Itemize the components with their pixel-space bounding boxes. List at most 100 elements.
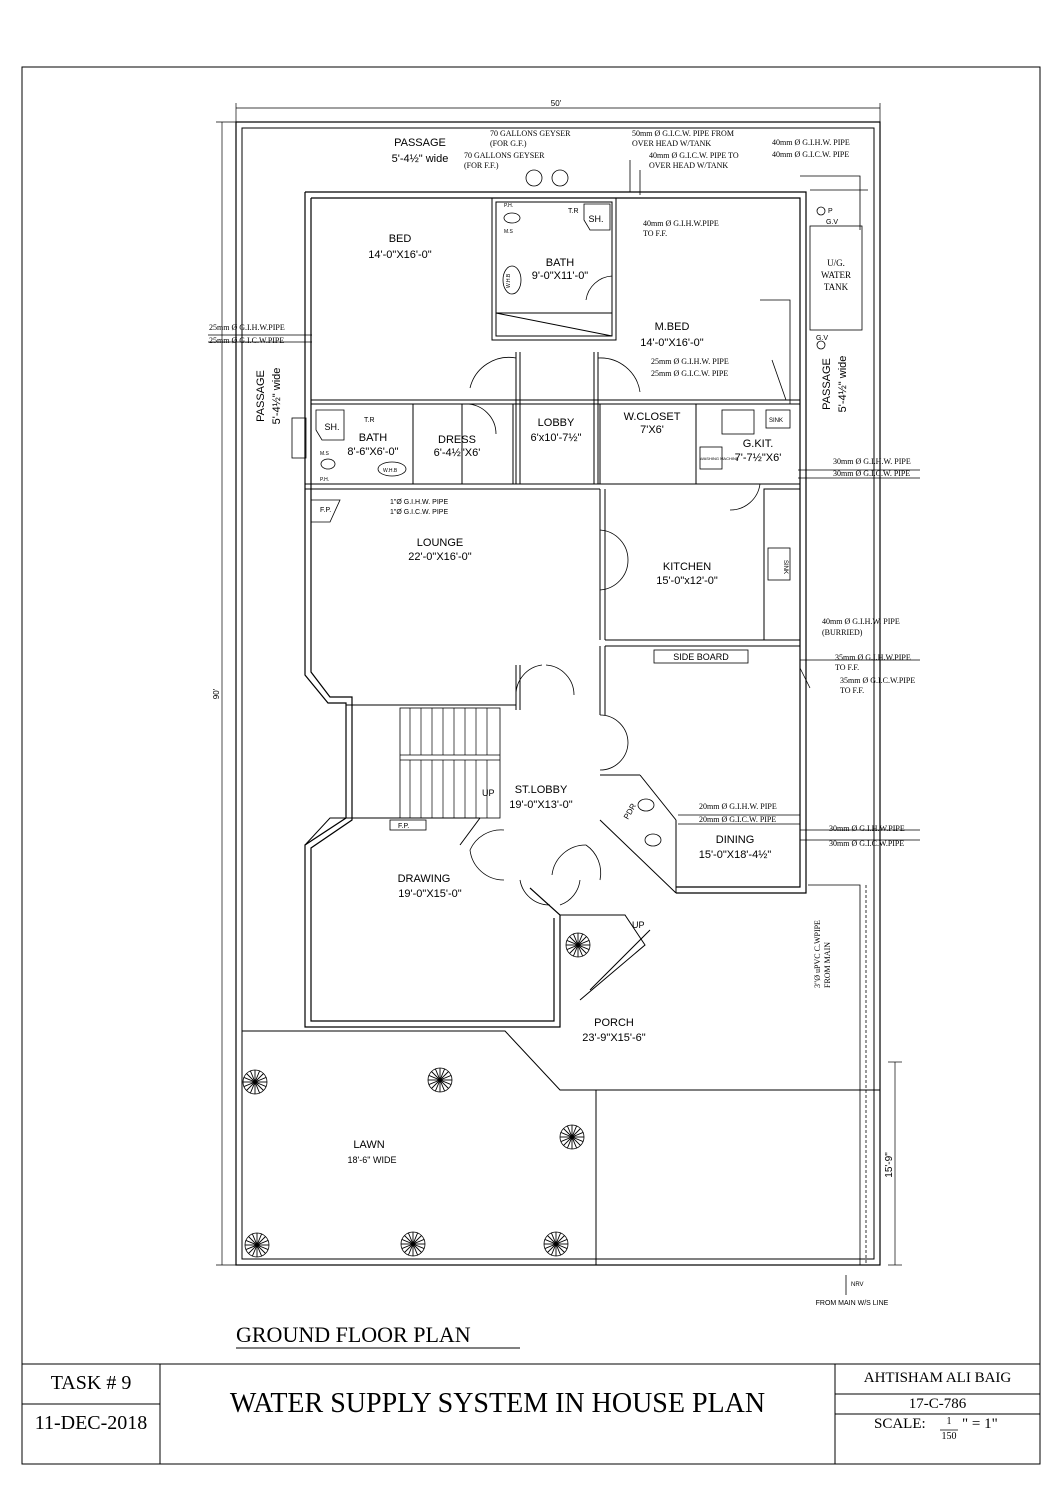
left-gihw-25: 25mm Ø G.I.H.W.PIPE <box>209 323 285 332</box>
wcloset-name: W.CLOSET <box>624 411 681 423</box>
mbed-size: 14'-0"X16'-0" <box>640 337 703 349</box>
ph-top: P.H. <box>504 203 513 209</box>
one-gicw: 1"Ø G.I.C.W. PIPE <box>390 509 448 516</box>
dimension-lines <box>216 103 902 1266</box>
gicw-to-tank-2: OVER HEAD W/TANK <box>649 161 728 170</box>
plant-symbol <box>543 1231 569 1257</box>
scale-label: SCALE: <box>874 1416 926 1432</box>
sink-kitchen: SINK <box>782 560 788 574</box>
r-gicw-30: 30mm Ø G.I.C.W. PIPE <box>833 469 910 478</box>
one-gihw: 1"Ø G.I.H.W. PIPE <box>390 499 448 506</box>
st-lobby-size: 19'-0"X13'-0" <box>509 799 572 811</box>
mid-gicw-25: 25mm Ø G.I.C.W. PIPE <box>651 369 728 378</box>
gv-top: G.V <box>826 219 838 226</box>
gicw-35-1: 35mm Ø G.I.C.W.PIPE <box>840 676 915 685</box>
plant-symbol <box>244 1232 270 1258</box>
plant-symbol <box>242 1069 268 1095</box>
bath-left-name: BATH <box>359 432 388 444</box>
up-porch: UP <box>632 920 645 930</box>
gicw-from-tank-1: 50mm Ø G.I.C.W. PIPE FROM <box>632 129 734 138</box>
scale-rest: " = 1" <box>962 1416 998 1432</box>
geyser-gf-sub: (FOR G.F.) <box>490 139 527 148</box>
st-lobby-name: ST.LOBBY <box>515 784 568 796</box>
bed-size: 14'-0"X16'-0" <box>368 249 431 261</box>
shower-left-label: SH. <box>324 422 339 432</box>
sheet-title: WATER SUPPLY SYSTEM IN HOUSE PLAN <box>229 1388 766 1419</box>
bath-left-size: 8'-6"X6'-0" <box>347 446 398 458</box>
porch-size: 23'-9"X15'-6" <box>582 1032 645 1044</box>
plot-boundary <box>235 121 881 1266</box>
lobby-size: 6'x10'-7½" <box>531 432 582 444</box>
passage-right-name: PASSAGE <box>821 358 833 410</box>
dress-size: 6'-4½"X6' <box>434 447 481 459</box>
scale-denominator: 150 <box>941 1431 957 1442</box>
pipe-runs <box>208 160 920 1265</box>
whb-top: W.H.B <box>506 273 512 288</box>
r-gihw-30: 30mm Ø G.I.H.W. PIPE <box>833 457 911 466</box>
passage-top-size: 5'-4½" wide <box>392 153 449 165</box>
dim-lawn-depth: 15'-9" <box>884 1152 895 1178</box>
fp-lounge: F.P. <box>320 507 331 514</box>
pdr: PDR <box>622 802 638 821</box>
plant-symbol <box>565 932 591 958</box>
din-gihw-30: 30mm Ø G.I.H.W.PIPE <box>829 824 905 833</box>
dining-size: 15'-0"X18'-4½" <box>699 849 772 861</box>
plant-symbol <box>400 1231 426 1257</box>
geyser-ff-sub: (FOR F.F.) <box>464 161 499 170</box>
gihw-40-burried-2: (BURRIED) <box>822 628 863 637</box>
ph-left: P.H. <box>320 477 329 483</box>
bath-top-name: BATH <box>546 257 575 269</box>
interior-walls <box>304 197 801 894</box>
kitchen-size: 15'-0"x12'-0" <box>656 575 718 587</box>
ms-top: M.S <box>504 229 514 235</box>
geyser-gf: 70 GALLONS GEYSER <box>490 129 571 138</box>
gicw-from-tank-2: OVER HEAD W/TANK <box>632 139 711 148</box>
gicw-35-2: TO F.F. <box>840 686 864 695</box>
porch-name: PORCH <box>594 1017 634 1029</box>
left-gicw-25: 25mm Ø G.I.C.W.PIPE <box>209 336 284 345</box>
fireplace-outlines <box>310 499 427 831</box>
drawing-name: DRAWING <box>398 873 451 885</box>
gihw-35-2: TO F.F. <box>835 663 859 672</box>
dress-name: DRESS <box>438 434 476 446</box>
whb-left: W.H.B <box>383 468 398 474</box>
passage-top-name: PASSAGE <box>394 137 446 149</box>
gihw-ff-1: 40mm Ø G.I.H.W.PIPE <box>643 219 719 228</box>
passage-right-size: 5'-4½" wide <box>837 356 849 413</box>
ms-left: M.S <box>320 451 330 457</box>
din-gicw-30: 30mm Ø G.I.C.W.PIPE <box>829 839 904 848</box>
bath-top-size: 9'-0"X11'-0" <box>532 270 589 282</box>
shower-top-label: SH. <box>588 214 603 224</box>
plant-symbol <box>559 1124 585 1150</box>
tank-line3: TANK <box>824 282 849 292</box>
lobby-name: LOBBY <box>538 417 575 429</box>
tr-gihw-40: 40mm Ø G.I.H.W. PIPE <box>772 138 850 147</box>
up-stairs: UP <box>482 788 495 798</box>
tank-line2: WATER <box>821 270 851 280</box>
passage-left-size: 5'-4½" wide <box>271 368 283 425</box>
mbed-name: M.BED <box>655 321 690 333</box>
kitchen-name: KITCHEN <box>663 561 711 573</box>
plants <box>242 932 591 1258</box>
scale-numerator: 1 <box>946 1416 952 1427</box>
porch-outline <box>242 914 880 1265</box>
passage-left-name: PASSAGE <box>255 370 267 422</box>
student-id: 17-C-786 <box>908 1396 967 1412</box>
dining-name: DINING <box>716 834 755 846</box>
sink-gkit: SINK <box>769 418 783 424</box>
lawn-name: LAWN <box>353 1139 384 1151</box>
plant-symbol <box>427 1067 453 1093</box>
task-date: 11-DEC-2018 <box>34 1412 148 1434</box>
door-swings <box>465 275 761 906</box>
nrv: NRV <box>851 1282 864 1288</box>
gicw-to-tank-1: 40mm Ø G.I.C.W. PIPE TO <box>649 151 739 160</box>
lounge-size: 22'-0"X16'-0" <box>408 551 471 563</box>
lounge-name: LOUNGE <box>417 537 463 549</box>
task-number: TASK # 9 <box>50 1372 132 1394</box>
gv-bottom: G.V <box>816 335 828 342</box>
din-gicw-20: 20mm Ø G.I.C.W. PIPE <box>699 815 776 824</box>
p-valve: P <box>828 208 833 215</box>
sanitary-fixtures <box>291 203 863 847</box>
gihw-ff-2: TO F.F. <box>643 229 667 238</box>
upvc-2: FROM MAIN <box>823 942 832 988</box>
